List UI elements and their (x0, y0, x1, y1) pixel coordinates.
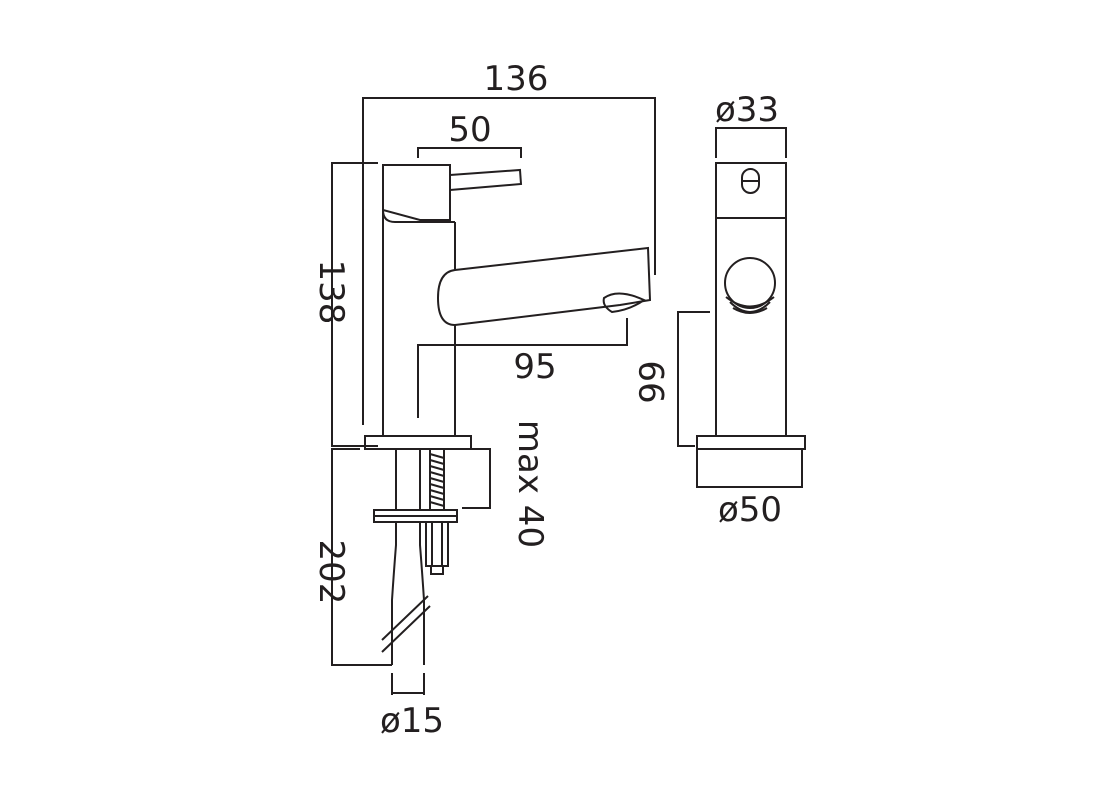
spout (436, 246, 652, 327)
side-view-dimensions: 136 50 138 95 max 40 202 ø15 (311, 59, 656, 741)
flexible-tail (391, 522, 425, 665)
front-base-flange (696, 435, 806, 450)
dim-tail-diameter: ø15 (380, 701, 444, 741)
dim-body-height: 138 (311, 260, 351, 325)
front-view-dimensions: ø33 99 ø50 (633, 90, 787, 530)
dim-lever-length: 50 (448, 110, 491, 150)
dim-body-diameter: ø33 (715, 90, 779, 130)
tap-body (382, 209, 456, 435)
handle-indicator-icon (741, 168, 760, 194)
dim-spout-height: 99 (633, 360, 673, 403)
lever-arm (449, 168, 523, 191)
base-flange (364, 435, 472, 450)
dim-spout-reach: 95 (513, 347, 556, 387)
shank (395, 449, 421, 510)
dim-overall-width: 136 (484, 59, 549, 99)
dim-tail-length: 202 (311, 540, 351, 605)
spout-front (724, 257, 776, 314)
front-body (715, 162, 787, 437)
front-view (696, 162, 806, 488)
spout-aerator (602, 292, 646, 314)
dim-max-deck-thickness: max 40 (510, 420, 550, 548)
handle-cap (382, 164, 451, 221)
break-mark (381, 595, 431, 653)
front-base (696, 448, 803, 488)
side-view (364, 164, 652, 665)
threaded-stud (429, 448, 445, 511)
fixing-nut (425, 521, 449, 567)
dim-base-diameter: ø50 (718, 490, 782, 530)
